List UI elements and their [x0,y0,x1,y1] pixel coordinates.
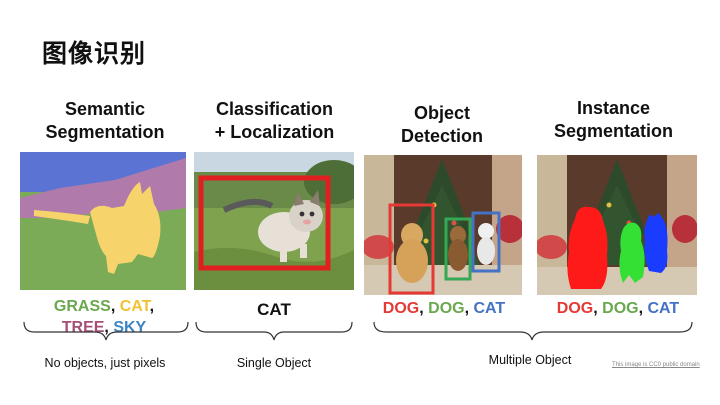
dog1-label: DOG [556,300,594,317]
localization-box [198,175,331,271]
dog1-label: DOG [382,300,420,317]
grouping-braces [23,321,693,341]
classification-label: CAT [257,300,291,319]
comma: , [110,298,116,315]
cat-box [471,211,501,273]
comma: , [419,300,424,317]
semantic-segmentation-image [20,152,186,290]
heading-line: Classification [215,99,334,119]
image-credit[interactable]: This image is CC0 public domain [612,362,700,368]
page-title: 图像识别 [42,39,147,68]
comma: , [104,319,109,336]
cat-label: CAT [473,300,506,317]
cat-label: CAT [119,298,150,315]
semantic-caption: No objects, just pixels [44,356,166,370]
heading-line: + Localization [214,122,335,142]
dog2-label: DOG [602,300,639,317]
object-detection-image [364,155,522,295]
comma: , [149,298,155,315]
brace-semantic [23,321,189,341]
instance-labels: DOG, DOG, CAT [538,300,698,318]
heading-line: Instance [576,98,651,118]
multiple-caption: Multiple Object [488,353,572,367]
object-detection-heading: Object Detection [362,102,522,148]
heading-line: Segmentation [553,121,673,141]
dog1-body [396,239,428,283]
instance-segmentation-heading: Instance Segmentation [536,97,691,143]
comma: , [464,300,470,317]
grass-label: GRASS [53,298,111,315]
comma: , [638,300,644,317]
comma: , [593,300,598,317]
dog1-box [388,203,435,295]
dog1-mask [567,206,608,289]
classification-localization-heading: Classification + Localization [192,98,357,144]
heading-line: Segmentation [45,122,165,142]
cat-mask [644,213,668,273]
detection-labels: DOG, DOG, CAT [364,300,524,318]
cat-region [34,182,161,274]
heading-line: Object [413,103,470,123]
heading-line: Detection [400,126,483,146]
brace-multiple [373,321,693,341]
dog2-box [444,217,472,281]
brace-classification [195,321,353,341]
dog2-mask [619,222,645,283]
cat-head [478,223,494,239]
cat-label: CAT [647,300,680,317]
classification-image [194,152,354,290]
dog2-head [450,226,466,244]
cat-head [289,200,323,232]
instance-segmentation-image [537,155,697,295]
classification-caption: Single Object [236,356,312,370]
dog2-label: DOG [428,300,465,317]
semantic-segmentation-heading: Semantic Segmentation [20,98,190,144]
heading-line: Semantic [64,99,146,119]
